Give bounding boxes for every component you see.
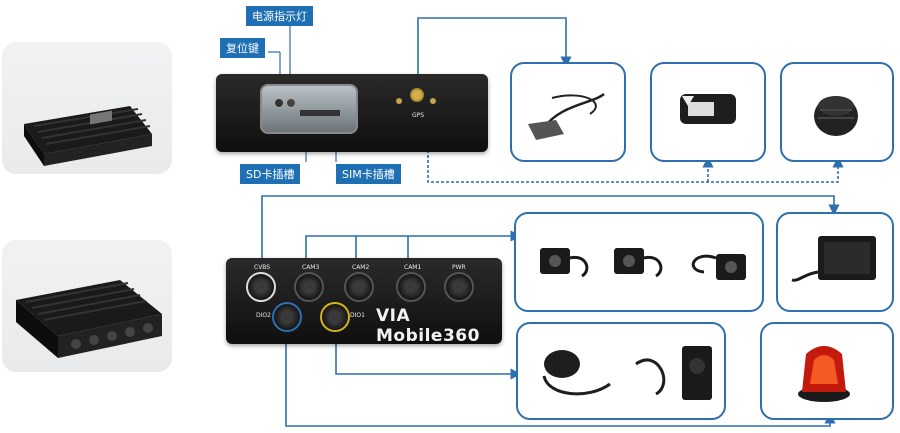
dio2-label: DIO2 [256, 312, 271, 319]
reset-button-label: 复位键 [220, 38, 265, 58]
power-indicator-icon [286, 98, 296, 108]
camera-icon [540, 248, 746, 280]
monitor-icon [791, 236, 876, 282]
pwr-connector-icon [444, 272, 474, 302]
cvbs-connector-icon [246, 272, 276, 302]
device-photo-rear [16, 280, 162, 358]
front-io-window [260, 84, 358, 134]
cameras-box [514, 212, 764, 312]
dio2-line [285, 328, 836, 427]
device-rear-panel: CVBS CAM3 CAM2 CAM1 PWR DIO2 DIO1 VIA Mo… [226, 258, 502, 346]
via-module-icon [680, 94, 736, 124]
gps-line [417, 17, 572, 92]
via-module-box [650, 62, 766, 162]
brand-logo: VIA Mobile360 [376, 306, 480, 346]
gps-antenna-box [510, 62, 626, 162]
gps-connector-icon [410, 88, 424, 102]
cam1-connector-icon [396, 272, 426, 302]
screw-icon [430, 98, 436, 104]
power-indicator-label: 电源指示灯 [246, 6, 313, 26]
sim-slot-label: SIM卡插槽 [336, 164, 401, 184]
cam3-connector-icon [294, 272, 324, 302]
warning-light-icon [798, 346, 850, 402]
cvbs-label: CVBS [254, 264, 271, 271]
cam3-label: CAM3 [302, 264, 320, 271]
pwr-label: PWR [452, 264, 466, 271]
sd-slot-label: SD卡插槽 [240, 164, 301, 184]
monitor-box [776, 212, 894, 312]
cam2-connector-icon [344, 272, 374, 302]
warning-light-box [760, 322, 894, 420]
audio-box [516, 322, 726, 420]
cvbs-line [261, 195, 840, 262]
cam-line [305, 230, 522, 262]
gps-label: GPS [412, 112, 425, 119]
dio2-connector-icon [272, 302, 302, 332]
cam2-label: CAM2 [352, 264, 370, 271]
sd-card-slot[interactable] [300, 110, 340, 116]
screw-icon [396, 98, 402, 104]
speaker-icon [542, 346, 712, 400]
device-front-panel: GPS [216, 74, 488, 152]
device-thumbnail-rear [2, 240, 172, 372]
reset-button[interactable] [274, 98, 284, 108]
cam1-label: CAM1 [404, 264, 422, 271]
dotted-line [427, 150, 844, 183]
round-antenna-box [780, 62, 894, 162]
device-thumbnail-front [2, 42, 172, 174]
device-photo-front [24, 106, 152, 166]
dio1-label: DIO1 [350, 312, 365, 319]
dio1-connector-icon [320, 302, 350, 332]
round-antenna-icon [814, 96, 858, 136]
gps-antenna-icon [528, 92, 605, 140]
